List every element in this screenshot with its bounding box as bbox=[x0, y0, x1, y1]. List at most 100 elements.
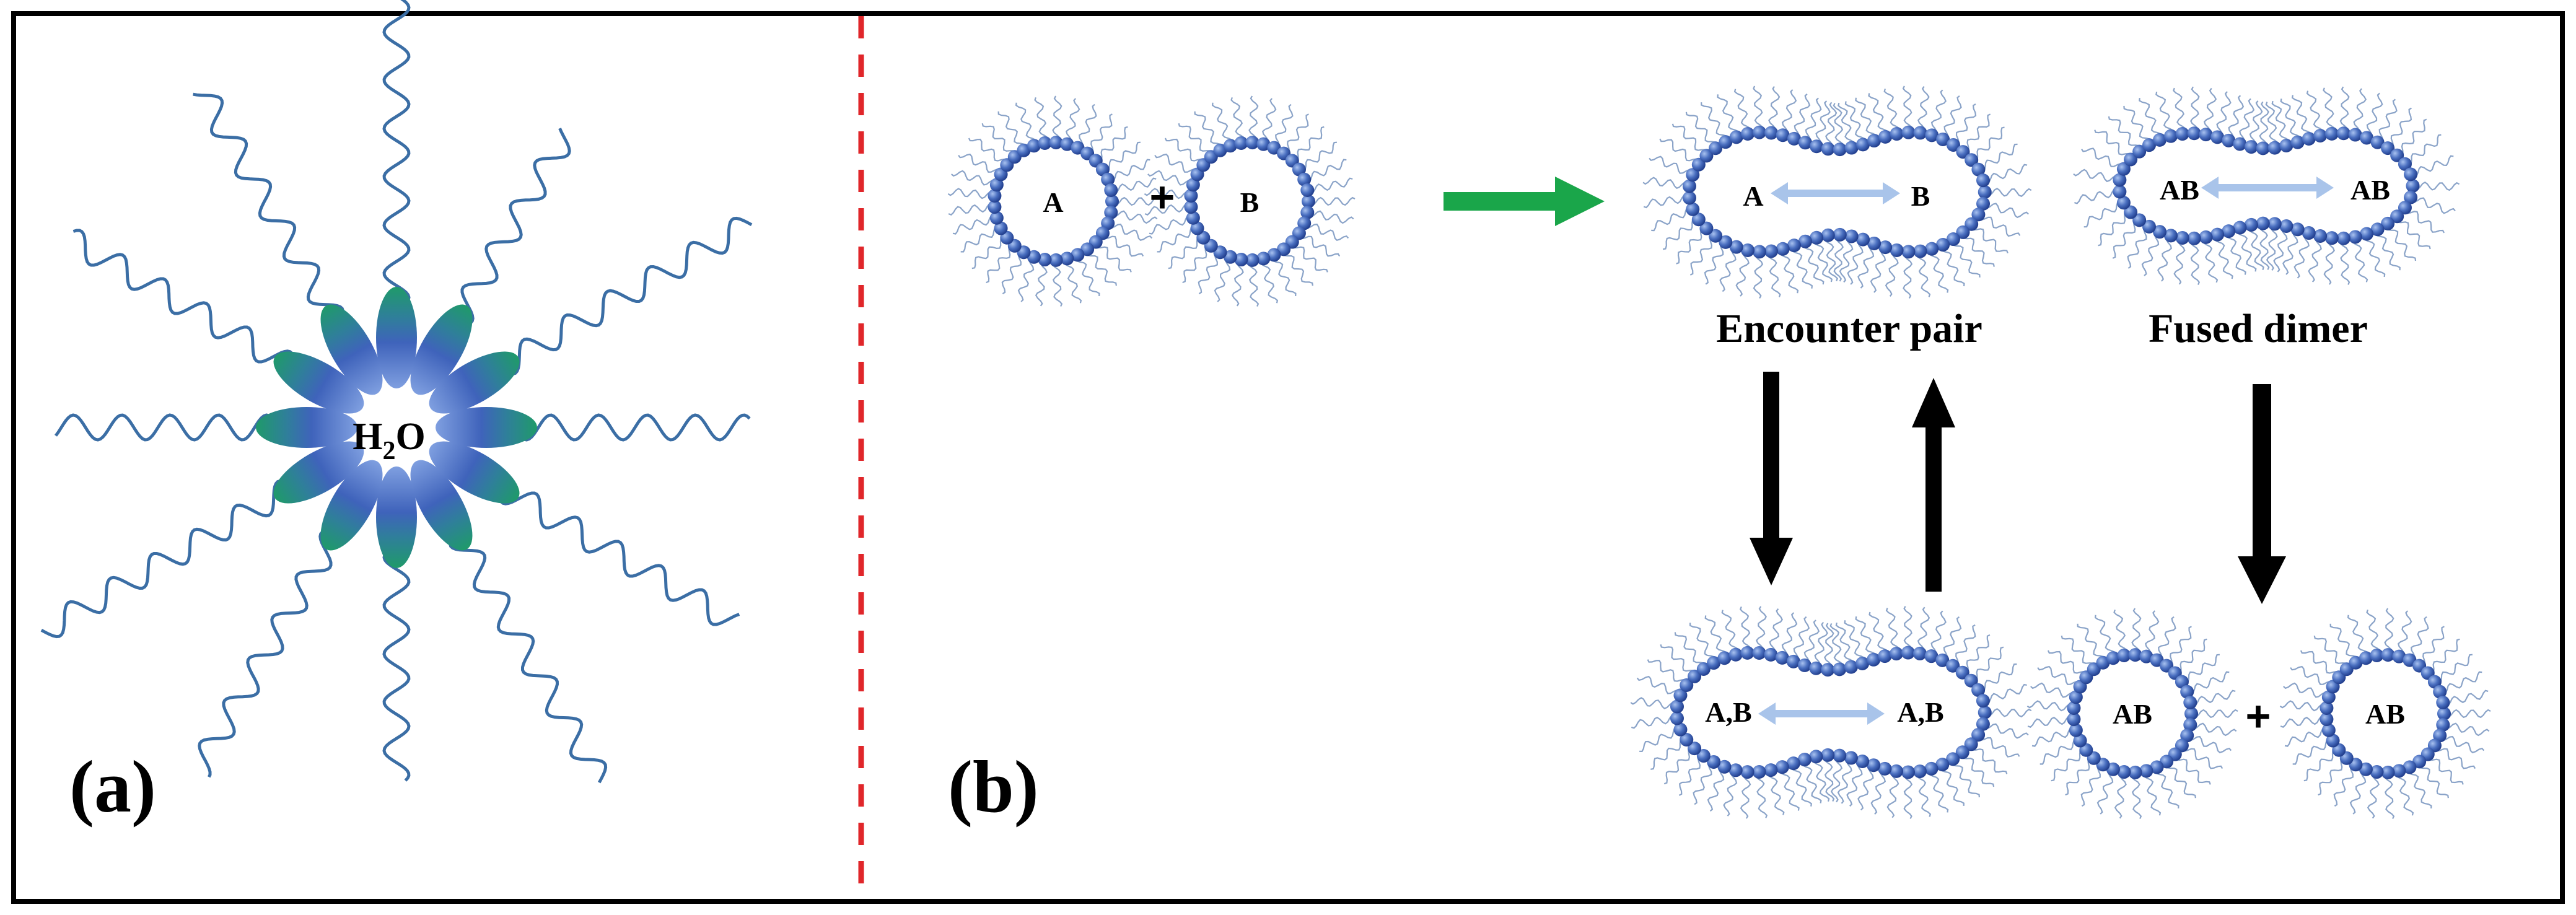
surfactant-bead bbox=[1946, 138, 1960, 152]
surfactant-tail bbox=[2412, 181, 2460, 191]
surfactant-bead bbox=[2320, 701, 2334, 715]
surfactant-bead bbox=[1752, 765, 1766, 779]
surfactant-bead bbox=[2313, 229, 2328, 243]
surfactant-bead bbox=[2210, 130, 2225, 144]
product-right-label: AB bbox=[2365, 698, 2405, 730]
surfactant-tail bbox=[1838, 102, 1855, 149]
surfactant-bead bbox=[1946, 659, 1960, 673]
surfactant-tail bbox=[1844, 620, 1865, 664]
surfactant-tail bbox=[2410, 155, 2454, 177]
surfactant-tail bbox=[2143, 770, 2162, 816]
surfactant-tail bbox=[2306, 90, 2324, 136]
surfactant-bead bbox=[1267, 248, 1281, 262]
surfactant-bead bbox=[1878, 649, 1892, 663]
exchange-arrow-head bbox=[1883, 182, 1900, 204]
surfactant-tail bbox=[2074, 188, 2121, 204]
surfactant-bead bbox=[1104, 183, 1118, 198]
surfactant-bead bbox=[2124, 152, 2138, 167]
surfactant-tail bbox=[1824, 623, 1834, 670]
surfactant-tail bbox=[1951, 239, 1981, 278]
surfactant-tail bbox=[2323, 237, 2335, 285]
surfactant-bead bbox=[2256, 141, 2270, 155]
surfactant-tail bbox=[1857, 242, 1875, 289]
surfactant-bead bbox=[1699, 149, 1714, 163]
surfactant-bead bbox=[1976, 196, 1991, 211]
surfactant-bead bbox=[1971, 683, 1986, 697]
surfactant-tail bbox=[2112, 219, 2140, 259]
surfactant-tail bbox=[2271, 100, 2290, 146]
surfactant-bead bbox=[2321, 690, 2336, 704]
surfactant-bead bbox=[1867, 652, 1881, 667]
surfactant-bead bbox=[2267, 217, 2282, 231]
surfactant-bead bbox=[1878, 129, 1893, 144]
exchange-arrow bbox=[1758, 703, 1885, 725]
surfactant-tail bbox=[1903, 251, 1913, 299]
surfactant-tail bbox=[2096, 768, 2114, 815]
surfactant-bead bbox=[2326, 733, 2340, 748]
surfactant-bead bbox=[1709, 229, 1723, 243]
exchanged-right-label: A,B bbox=[1897, 696, 1943, 728]
surfactant-bead bbox=[1060, 252, 1074, 266]
surfactant-head bbox=[273, 351, 364, 414]
surfactant-tail bbox=[1674, 632, 1706, 670]
surfactant-bead bbox=[1764, 647, 1778, 662]
surfactant-bead bbox=[1038, 136, 1052, 150]
surfactant-tail bbox=[1260, 258, 1279, 304]
surfactant-tail bbox=[1883, 89, 1900, 134]
surfactant-bead bbox=[1752, 245, 1766, 259]
surfactant-bead bbox=[1924, 761, 1939, 776]
surfactant-bead bbox=[2106, 651, 2120, 665]
surfactant-tail bbox=[1168, 236, 1204, 269]
surfactant-bead bbox=[2139, 649, 2153, 663]
surfactant-tail bbox=[1837, 757, 1852, 804]
surfactant-tail bbox=[1643, 194, 1690, 209]
surfactant-tail bbox=[1077, 103, 1097, 149]
surfactant-tail bbox=[1917, 85, 1930, 134]
surfactant-tail bbox=[1814, 621, 1828, 669]
surfactant-tail bbox=[2347, 615, 2369, 659]
fused-dimer-micelle bbox=[2073, 86, 2460, 286]
surfactant-tail bbox=[1903, 606, 1912, 654]
surfactant-tail bbox=[1870, 768, 1886, 815]
surfactant-tail bbox=[1144, 203, 1192, 216]
surfactant-tail bbox=[2080, 764, 2103, 807]
surfactant-tail bbox=[1689, 623, 1716, 663]
exchange-arrow-head bbox=[1758, 703, 1776, 725]
surfactant-bead bbox=[2360, 131, 2374, 145]
surfactant-tail bbox=[2339, 86, 2350, 134]
surfactant-tail bbox=[1075, 254, 1100, 297]
surfactant-tail bbox=[2248, 224, 2264, 270]
exchange-arrow-head bbox=[2316, 177, 2334, 199]
surfactant-tail bbox=[1110, 177, 1157, 194]
dimer-right-label: AB bbox=[2350, 174, 2390, 206]
surfactant-tail bbox=[1930, 610, 1947, 657]
surfactant-bead bbox=[1787, 239, 1801, 253]
surfactant-tail bbox=[1144, 188, 1192, 199]
surfactant-tail bbox=[1149, 215, 1194, 235]
surfactant-bead bbox=[1956, 225, 1970, 239]
surfactant-bead bbox=[1821, 228, 1835, 242]
surfactant-tail bbox=[1662, 217, 1699, 250]
surfactant-bead bbox=[2398, 201, 2412, 215]
surfactant-tail bbox=[2166, 626, 2192, 667]
surfactant-bead bbox=[2404, 167, 2418, 182]
surfactant-tail bbox=[1930, 89, 1947, 136]
surfactant-tail bbox=[1844, 101, 1866, 145]
surfactant-bead bbox=[2390, 148, 2404, 162]
surfactant-tail bbox=[2139, 98, 2163, 141]
surfactant-bead bbox=[1901, 245, 1916, 259]
surfactant-tail bbox=[1630, 697, 1678, 709]
surfactant-tail bbox=[2191, 709, 2238, 719]
surfactant-bead bbox=[1913, 126, 1927, 140]
surfactant-tail bbox=[2353, 88, 2367, 136]
surfactant-tail bbox=[1015, 102, 1037, 146]
surfactant-tail bbox=[2417, 761, 2449, 799]
surfactant-bead bbox=[2067, 701, 2081, 715]
surfactant-tail bbox=[2410, 197, 2456, 214]
surfactant-tail bbox=[1064, 258, 1082, 304]
surfactant-tail bbox=[2155, 91, 2174, 137]
surfactant-tail bbox=[1052, 260, 1063, 307]
surfactant-bead bbox=[1764, 126, 1779, 140]
surfactant-tail bbox=[1274, 103, 1294, 149]
